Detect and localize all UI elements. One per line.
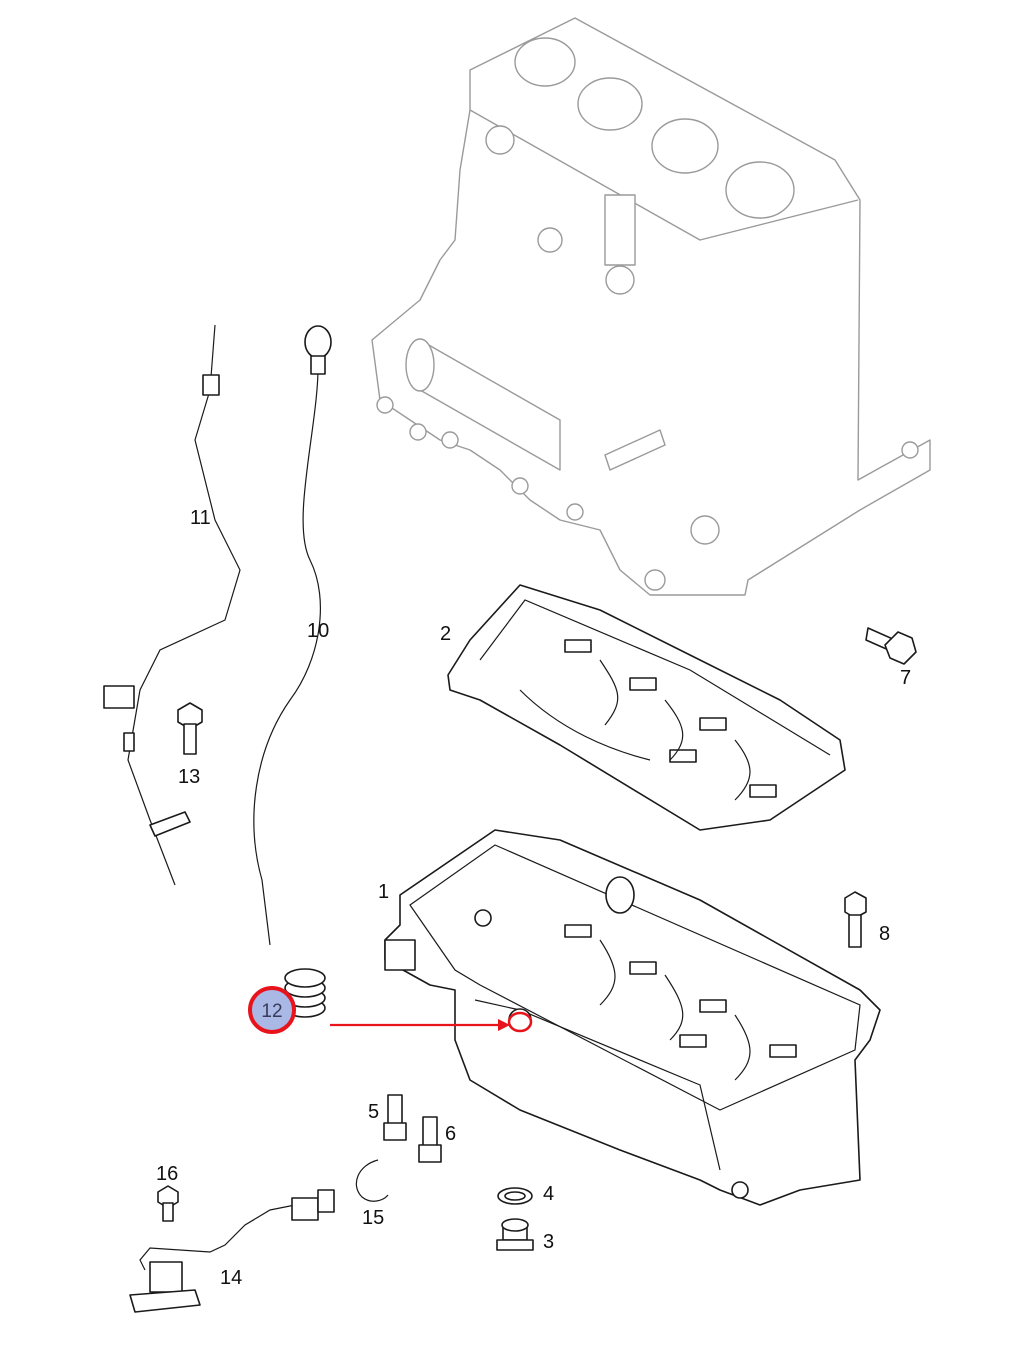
dipstick-icon (253, 325, 332, 946)
retaining-clip-icon (355, 1159, 389, 1202)
part-label-15[interactable]: 15 (362, 1207, 384, 1229)
part-label-6[interactable]: 6 (445, 1123, 456, 1145)
part-label-10[interactable]: 10 (307, 620, 329, 642)
part-label-14[interactable]: 14 (220, 1267, 242, 1289)
part-label-8[interactable]: 8 (879, 923, 890, 945)
bolt-icon (383, 1094, 407, 1141)
highlighted-seal-location (507, 1011, 533, 1033)
part-label-11[interactable]: 11 (190, 507, 211, 529)
bolt-icon (844, 891, 867, 948)
engine-block-icon (371, 17, 931, 596)
part-label-2[interactable]: 2 (440, 623, 451, 645)
baffle-plate-icon (447, 584, 846, 831)
part-label-4[interactable]: 4 (543, 1183, 554, 1205)
part-label-1[interactable]: 1 (378, 881, 389, 903)
part-label-3[interactable]: 3 (543, 1231, 554, 1253)
washer-icon (497, 1187, 533, 1205)
part-label-7[interactable]: 7 (900, 667, 911, 689)
part-label-5[interactable]: 5 (368, 1101, 379, 1123)
oil-level-sensor-icon (129, 1189, 335, 1313)
dipstick-tube-icon (103, 324, 241, 886)
bolt-icon (418, 1116, 442, 1163)
bolt-icon (157, 1185, 179, 1222)
drain-plug-icon (496, 1218, 534, 1251)
part-label-16[interactable]: 16 (156, 1163, 178, 1185)
oil-pan-icon (384, 829, 881, 1206)
part-label-12: 12 (261, 1001, 282, 1022)
callout-arrow (330, 1019, 510, 1031)
part-label-13[interactable]: 13 (178, 766, 200, 788)
highlight-badge[interactable]: 12 (248, 986, 296, 1034)
bolt-icon (177, 702, 203, 755)
flange-bolt-icon (865, 627, 917, 665)
